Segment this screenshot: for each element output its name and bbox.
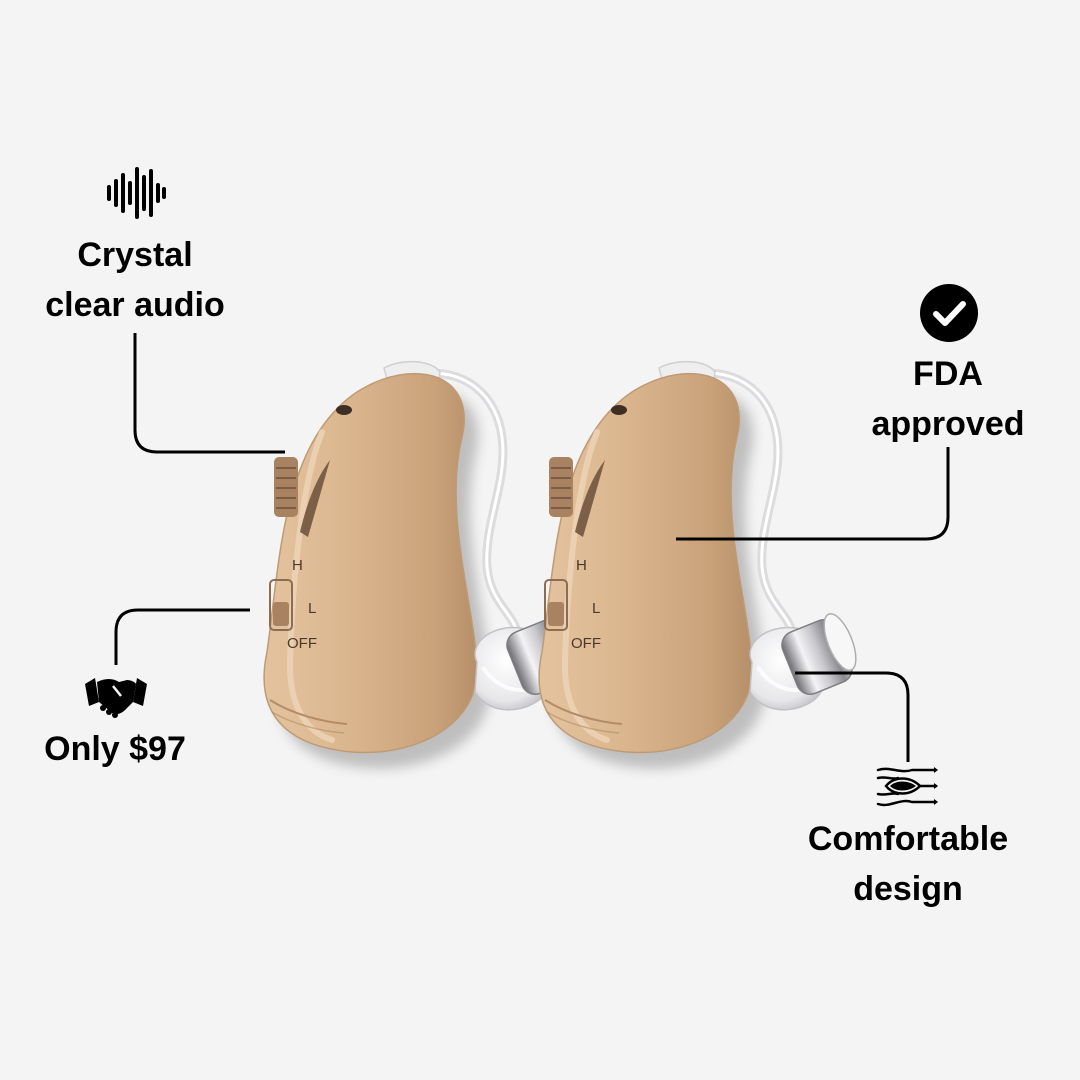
switch-mark-off-left: OFF	[287, 635, 317, 652]
hearing-aid-left	[264, 362, 587, 769]
feature-comfort-label: Comfortable design	[788, 814, 1028, 914]
switch-mark-off-right: OFF	[571, 635, 601, 652]
comfort-callout-line	[795, 671, 910, 762]
price-callout-line	[114, 608, 250, 665]
hearing-aid-right	[539, 362, 862, 769]
feature-fda-label: FDA approved	[848, 349, 1048, 449]
sound-wave-icon	[107, 167, 166, 219]
feature-price-text: Only $97	[44, 730, 186, 768]
check-circle-icon	[920, 284, 978, 342]
feature-fda-line2: approved	[871, 405, 1025, 443]
fda-callout-line	[676, 447, 950, 541]
audio-callout-line	[133, 333, 285, 454]
handshake-icon	[85, 678, 147, 718]
feature-audio-line2: clear audio	[45, 286, 225, 324]
feature-fda-line1: FDA	[913, 355, 983, 393]
switch-mark-low-right: L	[592, 600, 600, 617]
switch-mark-low-left: L	[308, 600, 316, 617]
switch-mark-high-left: H	[292, 557, 303, 574]
airflow-icon	[876, 767, 938, 807]
feature-audio-line1: Crystal	[77, 236, 193, 274]
feature-comfort-line1: Comfortable	[807, 820, 1009, 858]
feature-comfort-line2: design	[853, 870, 963, 908]
switch-mark-high-right: H	[576, 557, 587, 574]
feature-audio-label: Crystal clear audio	[25, 230, 245, 330]
feature-price-label: Only $97	[20, 724, 210, 774]
